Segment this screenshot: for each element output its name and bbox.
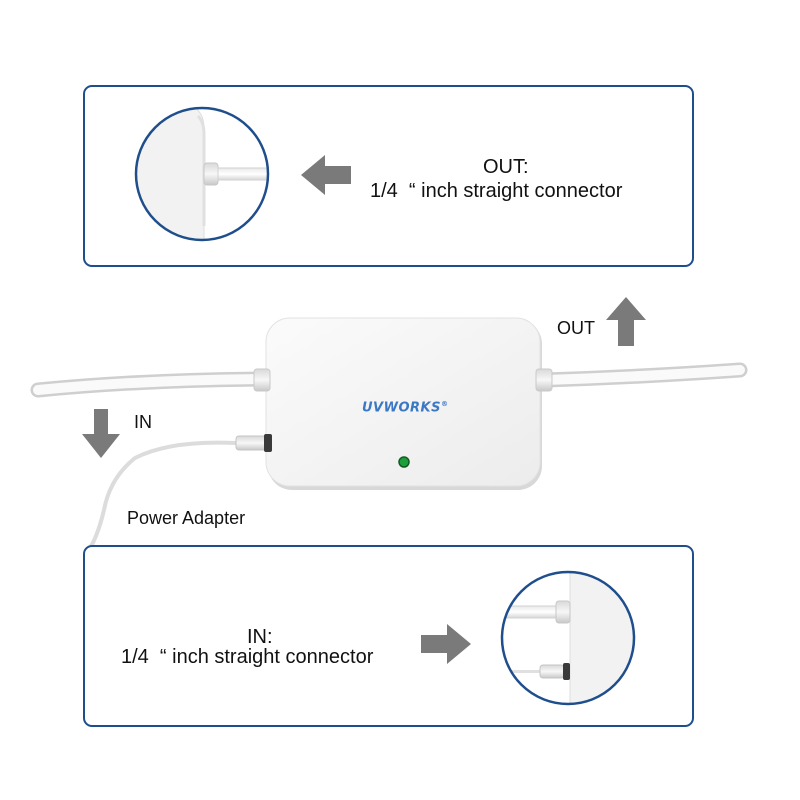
outlet-callout-description: 1/4 “ inch straight connector [370, 180, 623, 202]
power-adapter-label: Power Adapter [127, 508, 246, 528]
inlet-callout-title: IN: [247, 626, 273, 648]
arrow-down-icon [82, 409, 120, 458]
out-label: OUT [557, 318, 595, 338]
arrow-right-icon [421, 624, 471, 664]
brand-logo: UVWORKS® [362, 400, 449, 416]
power-cord [88, 440, 238, 550]
in-label: IN [134, 412, 152, 432]
inlet-callout-description: 1/4 “ inch straight connector [121, 646, 374, 668]
indicator-light [398, 456, 410, 468]
outlet-callout-panel: OUT: 1/4 “ inch straight connector [83, 85, 694, 267]
inlet-callout-panel: IN: 1/4 “ inch straight connector [83, 545, 694, 727]
arrow-left-icon [301, 155, 351, 195]
inlet-zoom-detail [500, 570, 636, 706]
arrow-up-icon [606, 297, 646, 346]
outlet-zoom-detail [134, 106, 270, 242]
uv-device [235, 317, 553, 490]
outlet-callout-title: OUT: [483, 156, 529, 178]
